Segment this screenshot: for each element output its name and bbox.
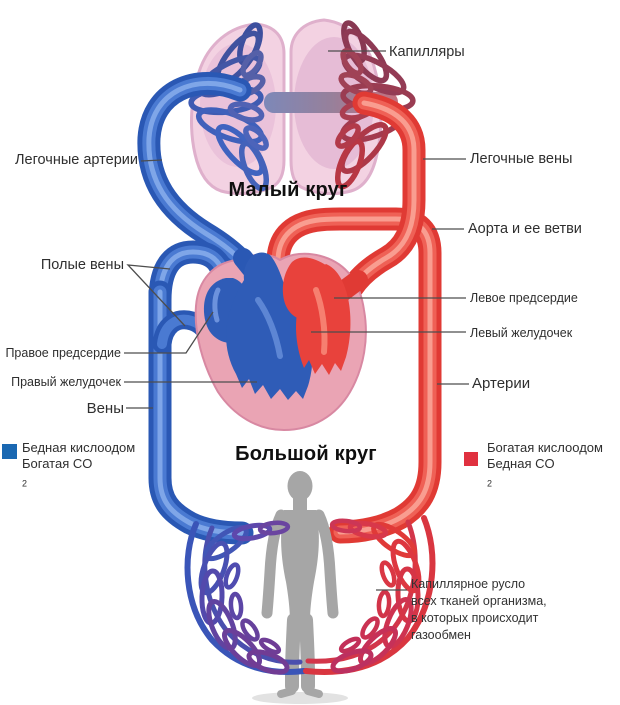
legend-swatch-oxygen-poor <box>2 444 17 459</box>
label-pulmonary-veins: Легочные вены <box>470 151 573 167</box>
legend-swatch-oxygen-rich <box>464 452 478 466</box>
arterial-capillary-basket <box>303 515 436 675</box>
capillary-bed-line3: в которых происходит <box>411 611 539 625</box>
venous-capillary-basket <box>184 520 307 676</box>
vena-cava-leader <box>126 264 186 327</box>
legend-oxygen-rich-line1: Богатая кислоодом <box>487 440 603 455</box>
label-right-ventricle: Правый желудочек <box>11 375 121 389</box>
label-vena-cava: Полые вены <box>40 257 124 273</box>
label-veins: Вены <box>86 400 124 417</box>
capillary-bed-line1: Капиллярное русло <box>411 577 526 591</box>
right-atrium-leader <box>124 311 214 354</box>
label-left-atrium: Левое предсердие <box>470 291 578 305</box>
figure-shadow <box>252 692 348 704</box>
label-aorta: Аорта и ее ветви <box>468 221 582 237</box>
heading-big-circle: Большой круг <box>235 443 377 465</box>
legend-oxygen-poor-line1: Бедная кислоодом <box>22 440 136 455</box>
left-lung-capillaries <box>188 22 270 192</box>
capillary-bed-line2: всех тканей организма, <box>411 594 547 608</box>
pulmonary-arteries-leader <box>140 159 163 162</box>
pulmonary-veins-vessel <box>340 91 426 300</box>
leader-lines <box>124 50 469 591</box>
label-right-atrium: Правое предсердие <box>5 346 121 360</box>
heading-small-circle: Малый круг <box>228 179 348 201</box>
left-heart-chambers <box>282 257 351 375</box>
label-capillaries: Капилляры <box>389 44 465 60</box>
label-capillary-bed: Капиллярное русло всех тканей организма,… <box>411 576 547 644</box>
capillary-bed-line4: газообмен <box>411 628 471 642</box>
human-figure <box>252 471 348 704</box>
pulmonary-arteries-vessel <box>137 71 258 278</box>
systemic-capillary-bed <box>184 515 436 676</box>
label-left-ventricle: Левый желудочек <box>470 326 573 340</box>
red-vessels <box>266 91 442 544</box>
label-arteries: Артерии <box>472 375 531 392</box>
heart <box>194 248 368 432</box>
label-pulmonary-arteries: Легочные артерии <box>15 152 138 168</box>
right-heart-chambers <box>203 252 313 400</box>
